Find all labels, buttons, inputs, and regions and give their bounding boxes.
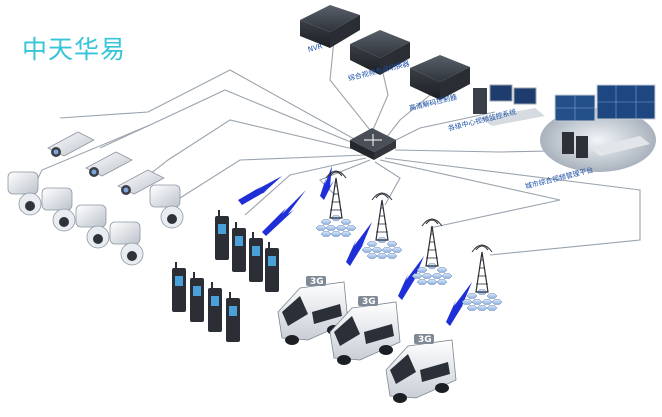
- cell-hex: [361, 247, 373, 253]
- cell-hex: [320, 231, 332, 237]
- network-switch: [350, 128, 396, 160]
- radio: [215, 210, 229, 260]
- cell-hex: [330, 231, 342, 237]
- cell-hex: [466, 293, 478, 299]
- van-group: 3G 3G 3G: [277, 276, 457, 403]
- cell-hex: [315, 225, 327, 231]
- radio: [190, 272, 204, 322]
- line-cameras-3: [144, 119, 367, 179]
- cell-hex: [436, 267, 448, 273]
- base-station-tower: [315, 170, 357, 237]
- cell-hex: [431, 273, 443, 279]
- radio: [232, 222, 246, 272]
- connection-lines: [24, 29, 641, 256]
- wireless-bolt: [398, 256, 424, 300]
- line-tower-1: [319, 159, 371, 196]
- line-tower-3: [379, 159, 561, 229]
- bullet-camera: [85, 151, 133, 177]
- cell-hex: [386, 241, 398, 247]
- hd-decoder-server: [410, 55, 470, 100]
- cell-hex: [481, 299, 493, 305]
- line-nvr: [329, 29, 371, 131]
- dome-camera: [75, 204, 110, 249]
- van-badge: 3G: [310, 277, 324, 287]
- dome-camera: [109, 221, 144, 266]
- van-badge: 3G: [418, 335, 432, 345]
- radio: [208, 282, 222, 332]
- line-cameras-4: [179, 154, 367, 199]
- line-tower-2: [374, 161, 401, 206]
- nvr-server: [300, 5, 360, 48]
- line-cameras-2: [99, 89, 366, 149]
- cell-hex: [381, 247, 393, 253]
- base-station-tower: [411, 218, 453, 285]
- cell-hex: [335, 225, 347, 231]
- dome-camera: [149, 184, 184, 229]
- radio: [172, 262, 186, 312]
- 3g-van: 3G: [329, 296, 401, 365]
- cell-hex: [441, 273, 453, 279]
- cell-hex: [376, 253, 388, 259]
- bullet-camera: [47, 131, 95, 157]
- tower-group: [315, 170, 503, 311]
- cell-hex: [386, 253, 398, 259]
- cell-hex: [486, 293, 498, 299]
- cell-hex: [461, 299, 473, 305]
- dome-camera: [41, 187, 76, 232]
- cell-hex: [416, 267, 428, 273]
- wireless-bolt: [446, 282, 472, 326]
- cell-hex: [391, 247, 403, 253]
- bullet-camera: [117, 169, 165, 195]
- cell-hex: [421, 273, 433, 279]
- base-station-tower: [361, 192, 403, 259]
- cell-hex: [366, 241, 378, 247]
- radio: [265, 242, 279, 292]
- wireless-bolt: [238, 176, 282, 205]
- 3g-van: 3G: [277, 276, 349, 345]
- radio-group: [172, 210, 279, 342]
- brand-title: 中天华易: [22, 35, 127, 64]
- line-command-center: [391, 111, 496, 143]
- line-tower-4: [384, 157, 641, 256]
- wireless-bolt: [320, 166, 334, 200]
- cell-hex: [491, 299, 503, 305]
- cell-hex: [345, 225, 357, 231]
- cell-hex: [466, 305, 478, 311]
- cell-hex: [426, 279, 438, 285]
- cell-hex: [411, 273, 423, 279]
- cell-hex: [476, 305, 488, 311]
- line-cameras-1: [59, 69, 366, 146]
- cell-hex: [486, 305, 498, 311]
- line-hd-decoder: [385, 94, 431, 139]
- cell-hex: [366, 253, 378, 259]
- city-platform-hall: [540, 84, 656, 172]
- cell-hex: [436, 279, 448, 285]
- cell-hex: [340, 231, 352, 237]
- cell-hex: [471, 299, 483, 305]
- dome-camera: [7, 171, 42, 216]
- cell-hex: [320, 219, 332, 225]
- cell-hex: [371, 247, 383, 253]
- cell-hex: [416, 279, 428, 285]
- wireless-bolts: [238, 166, 472, 326]
- multi-decoder-server: [350, 30, 410, 75]
- command-center-workstation: [473, 84, 545, 126]
- wireless-bolt: [262, 190, 306, 236]
- radio: [226, 292, 240, 342]
- cell-hex: [325, 225, 337, 231]
- radio: [249, 232, 263, 282]
- base-station-tower: [461, 244, 503, 311]
- wireless-bolt: [346, 222, 372, 266]
- 3g-van: 3G: [385, 334, 457, 403]
- cell-hex: [340, 219, 352, 225]
- van-badge: 3G: [362, 297, 376, 307]
- line-radios: [244, 157, 367, 216]
- camera-group: [7, 131, 184, 266]
